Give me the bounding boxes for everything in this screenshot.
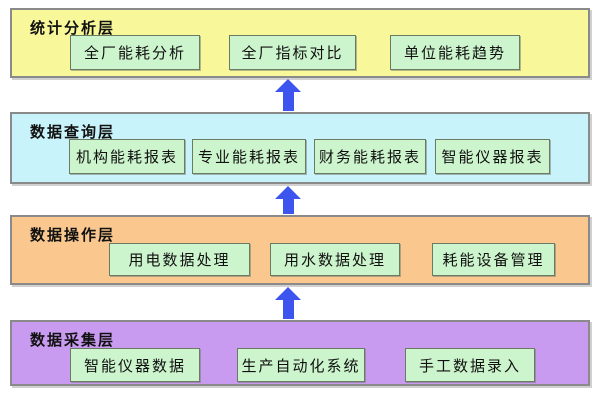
node-water-data-processing: 用水数据处理 — [270, 243, 400, 276]
node-energy-equipment-management: 耗能设备管理 — [432, 243, 555, 276]
up-arrow-icon — [275, 287, 301, 319]
layer-operation: 数据操作层 用电数据处理 用水数据处理 耗能设备管理 — [10, 215, 590, 285]
node-plant-energy-analysis: 全厂能耗分析 — [70, 35, 200, 70]
node-plant-indicator-comparison: 全厂指标对比 — [229, 35, 356, 70]
layer-query-label: 数据查询层 — [30, 123, 116, 141]
arrow-shaft — [282, 199, 294, 214]
layer-statistics: 统计分析层 全厂能耗分析 全厂指标对比 单位能耗趋势 — [10, 8, 590, 78]
arrow-head — [275, 287, 301, 300]
layer-collection: 数据采集层 智能仪器数据 生产自动化系统 手工数据录入 — [10, 320, 590, 386]
node-finance-energy-report: 财务能耗报表 — [314, 139, 426, 174]
node-org-energy-report: 机构能耗报表 — [69, 139, 185, 174]
layer-operation-label: 数据操作层 — [30, 226, 116, 244]
arrow-head — [275, 186, 301, 199]
arrow-head — [275, 79, 301, 92]
node-smart-meter-data: 智能仪器数据 — [70, 348, 200, 382]
node-production-automation-system: 生产自动化系统 — [237, 348, 365, 382]
node-specialty-energy-report: 专业能耗报表 — [192, 139, 306, 174]
node-smart-meter-report: 智能仪器报表 — [435, 139, 550, 174]
up-arrow-icon — [275, 186, 301, 214]
node-unit-energy-trend: 单位能耗趋势 — [390, 35, 520, 70]
layer-collection-label: 数据采集层 — [30, 331, 116, 349]
up-arrow-icon — [275, 79, 301, 111]
node-electricity-data-processing: 用电数据处理 — [109, 243, 250, 276]
arrow-shaft — [282, 300, 294, 319]
node-manual-data-entry: 手工数据录入 — [405, 348, 535, 382]
layer-query: 数据查询层 机构能耗报表 专业能耗报表 财务能耗报表 智能仪器报表 — [10, 112, 590, 184]
layer-statistics-label: 统计分析层 — [30, 19, 116, 37]
arrow-shaft — [282, 92, 294, 111]
